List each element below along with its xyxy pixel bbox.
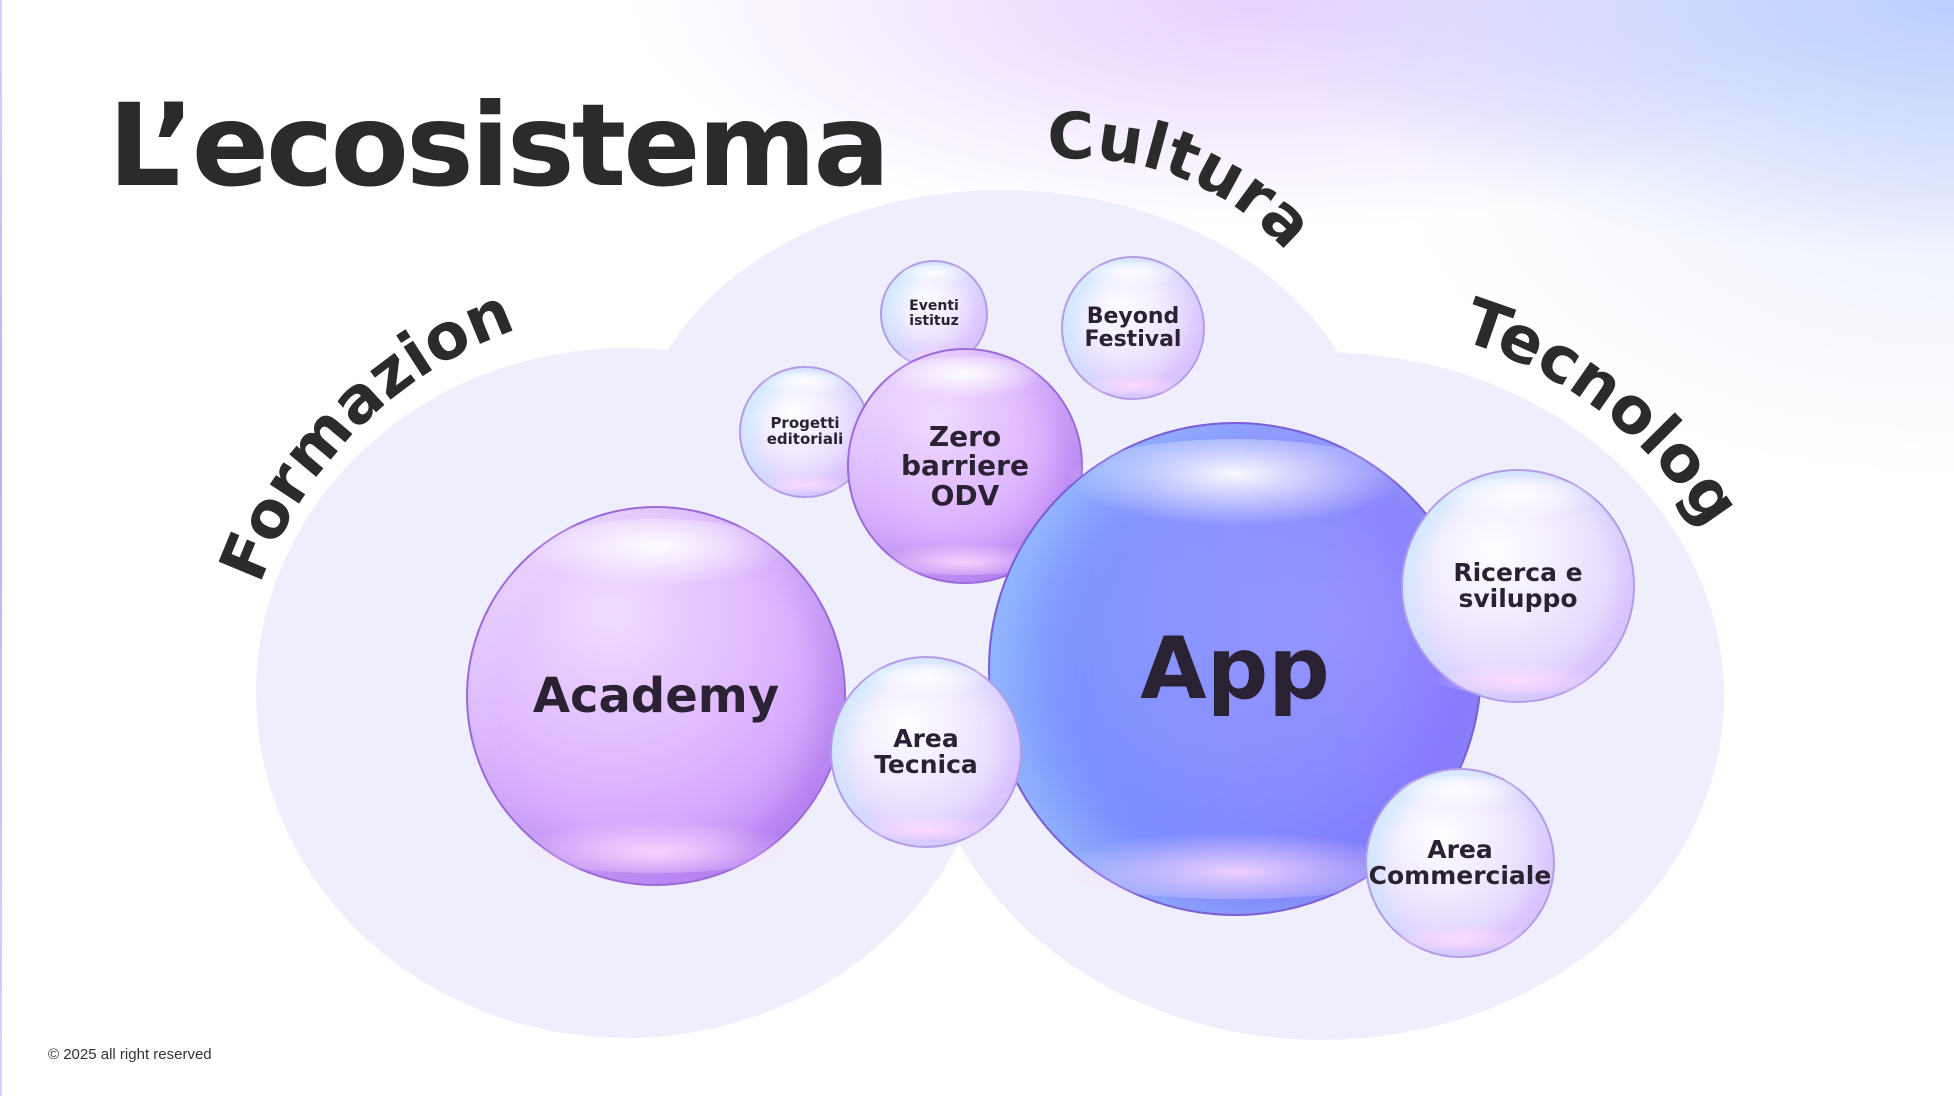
page-title: L’ecosistema <box>108 79 890 212</box>
bubble-ricerca-e-sviluppo: Ricerca e sviluppo <box>1401 469 1635 703</box>
bubble-beyond-festival: Beyond Festival <box>1061 256 1205 400</box>
copyright-footer: © 2025 all right reserved <box>48 1046 212 1063</box>
bubble-academy: Academy <box>466 506 846 886</box>
bubble-label: Area Commerciale <box>1368 834 1552 890</box>
bubble-label: Eventi istituz <box>909 298 959 329</box>
category-formazione: Formazione <box>0 0 523 591</box>
category-cultura: Cultura <box>1047 100 1328 263</box>
left-edge-line <box>0 0 2 1096</box>
bubble-label: Beyond Festival <box>1084 303 1182 352</box>
bubble-label: Zero barriere ODV <box>901 419 1029 512</box>
bubble-area-tecnica: Area Tecnica <box>830 656 1022 848</box>
bubble-label: Area Tecnica <box>874 723 978 779</box>
bubble-label: App <box>1140 618 1330 719</box>
bubble-label: Academy <box>532 667 780 724</box>
bubble-area-commerciale: Area Commerciale <box>1365 768 1555 958</box>
bubble-label: Ricerca e sviluppo <box>1453 557 1583 613</box>
bubble-label: Progetti editoriali <box>766 414 844 448</box>
